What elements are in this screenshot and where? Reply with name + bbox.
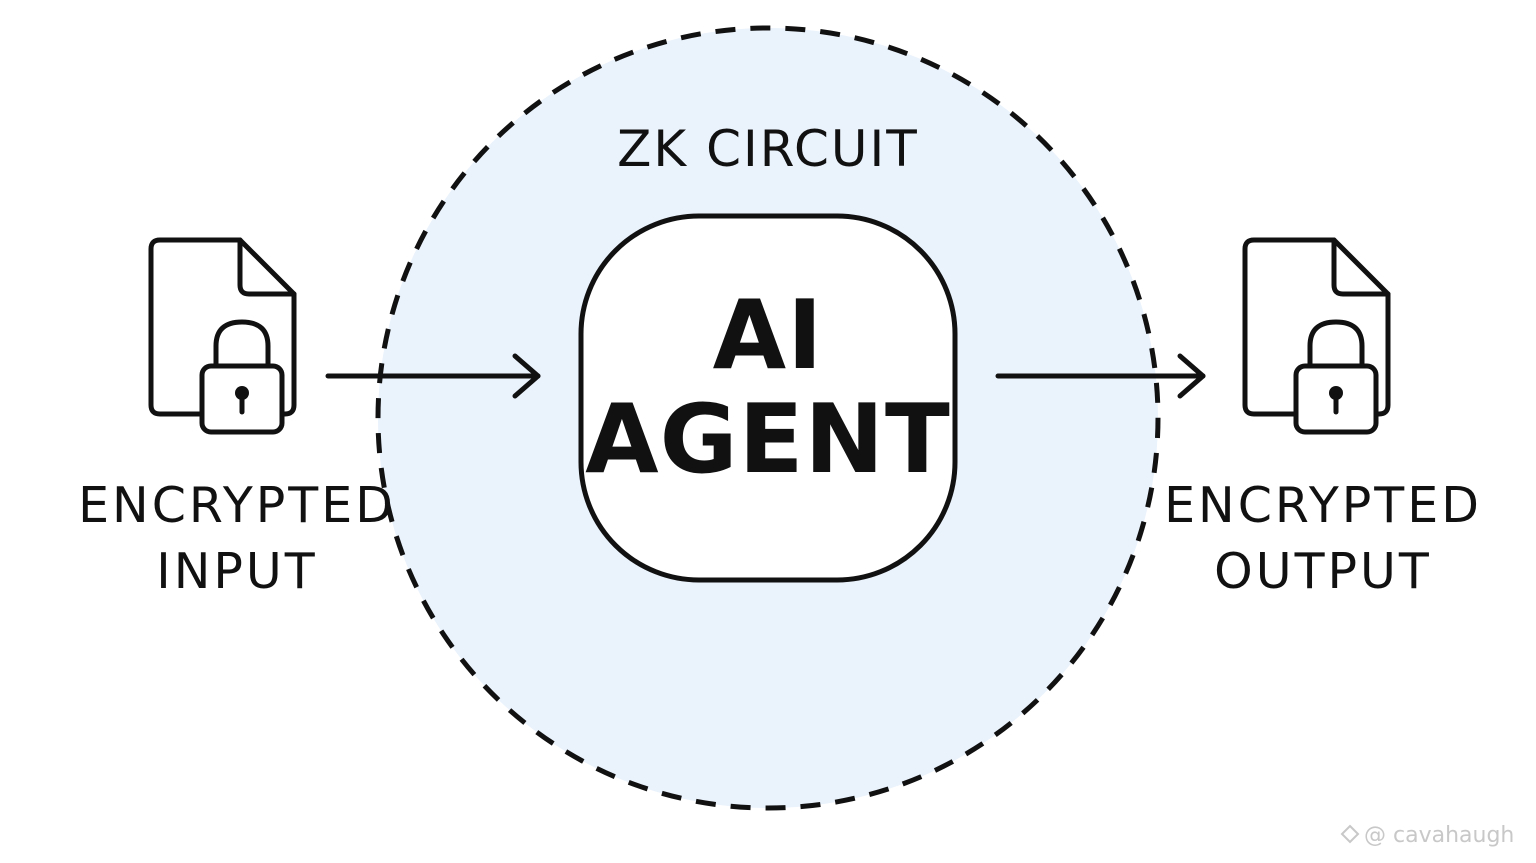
input-locked-document-icon: [148, 237, 297, 435]
watermark-text: @ cavahaugh: [1364, 823, 1514, 848]
input-arrow: [325, 353, 541, 399]
output-label-line1: ENCRYPTED: [1164, 477, 1482, 534]
input-label-line2: INPUT: [156, 543, 317, 600]
ai-agent-label-line2: AGENT: [585, 385, 951, 495]
output-locked-document-icon: [1242, 237, 1391, 435]
input-label-line1: ENCRYPTED: [78, 477, 396, 534]
watermark-logo-icon: [1340, 824, 1360, 844]
ai-agent-label-line1: AI: [713, 281, 824, 391]
output-label-line2: OUTPUT: [1214, 543, 1432, 600]
zk-circuit-title: ZK CIRCUIT: [617, 120, 919, 178]
watermark: @ cavahaugh: [1340, 823, 1514, 848]
ai-agent-box: [578, 213, 958, 583]
output-arrow: [995, 353, 1206, 399]
